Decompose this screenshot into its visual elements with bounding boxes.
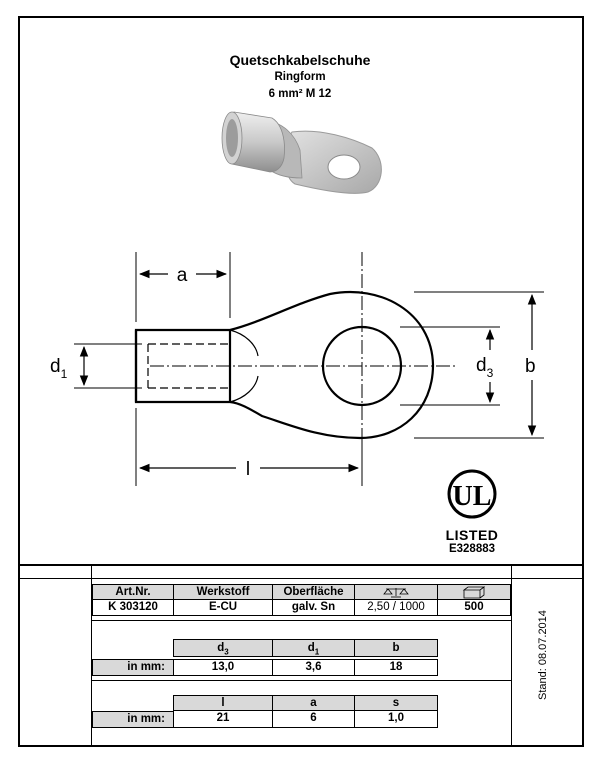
value-d1: 3,6 xyxy=(272,659,355,676)
value-oberflaeche: galv. Sn xyxy=(272,600,355,616)
product-title: Quetschkabelschuhe xyxy=(229,52,371,68)
header-d1: d1 xyxy=(272,639,355,657)
row-line xyxy=(18,578,584,579)
datasheet-frame xyxy=(18,16,584,747)
ul-file-number: E328883 xyxy=(448,543,496,555)
revision-date: Stand: 08.07.2014 xyxy=(537,610,549,700)
header-werkstoff: Werkstoff xyxy=(173,584,273,600)
header-art-nr: Art.Nr. xyxy=(92,584,174,600)
value-packaging: 500 xyxy=(437,600,511,616)
dim-d1-label: d1 xyxy=(50,356,68,381)
header-a: a xyxy=(272,695,355,711)
value-s: 1,0 xyxy=(354,711,438,728)
left-column-line xyxy=(91,565,92,746)
row-line xyxy=(91,680,511,681)
value-l: 21 xyxy=(173,711,273,728)
value-art-nr: K 303120 xyxy=(92,600,174,616)
dim-a-label: a xyxy=(177,265,188,286)
header-oberflaeche: Oberfläche xyxy=(272,584,355,600)
ul-listed-text: LISTED xyxy=(445,527,499,543)
value-b: 18 xyxy=(354,659,438,676)
header-l: l xyxy=(173,695,273,711)
dim-b-label: b xyxy=(525,356,536,377)
dim-d3-label: d3 xyxy=(476,355,494,380)
svg-text:UL: UL xyxy=(453,481,492,512)
product-spec: 6 mm² M 12 xyxy=(268,88,332,100)
header-b: b xyxy=(354,639,438,657)
value-d3: 13,0 xyxy=(173,659,273,676)
dim-l-label: l xyxy=(246,459,250,480)
row-label-in-mm: in mm: xyxy=(92,659,174,676)
value-werkstoff: E-CU xyxy=(173,600,273,616)
header-weight xyxy=(354,584,438,600)
right-column-line xyxy=(511,565,512,746)
header-packaging xyxy=(437,584,511,600)
header-s: s xyxy=(354,695,438,711)
row-line xyxy=(91,620,511,621)
row-label-in-mm: in mm: xyxy=(92,711,174,728)
box-icon xyxy=(462,586,486,599)
value-weight: 2,50 / 1000 xyxy=(354,600,438,616)
header-d3: d3 xyxy=(173,639,273,657)
value-a: 6 xyxy=(272,711,355,728)
ul-listed-mark: UL LISTED E328883 xyxy=(440,468,504,555)
ul-logo-icon: UL xyxy=(447,469,497,519)
product-photo xyxy=(221,111,382,194)
lug-outline xyxy=(134,290,435,440)
section-divider xyxy=(18,564,584,566)
product-subtitle: Ringform xyxy=(274,71,326,83)
technical-drawing: a d1 d3 b l xyxy=(50,111,544,486)
scale-icon xyxy=(383,588,409,598)
